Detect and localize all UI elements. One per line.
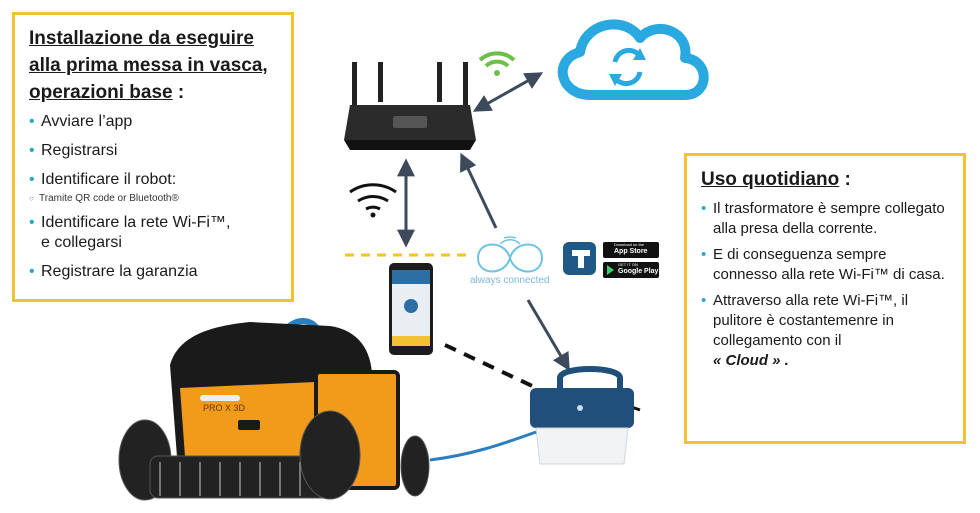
list-item: Identificare il robot: xyxy=(29,170,277,190)
power-supply-icon xyxy=(530,366,641,465)
google-play-label: Google Play xyxy=(618,268,659,275)
item-3-text: Attraverso alla rete Wi-Fi™, il pulitore… xyxy=(713,292,909,349)
list-sub-item: Tramite QR code or Bluetooth® xyxy=(29,193,277,205)
always-connected-label: always connected xyxy=(470,275,550,286)
google-play-small-label: GET IT ON xyxy=(618,262,638,267)
title-line-1: Installazione da eseguire xyxy=(29,28,254,49)
daily-use-title-text: Uso quotidiano xyxy=(701,169,840,190)
daily-use-box: Uso quotidiano : Il trasformatore è semp… xyxy=(684,153,966,444)
cloud-quote: « Cloud » . xyxy=(713,352,789,369)
first-install-title: Installazione da eseguire alla prima mes… xyxy=(29,25,277,106)
list-item: Identificare la rete Wi-Fi™, e collegarsi xyxy=(29,213,277,253)
first-install-box: Installazione da eseguire alla prima mes… xyxy=(12,12,294,302)
robot-model-label: PRO X 3D xyxy=(203,403,246,413)
title-suffix: : xyxy=(172,82,185,103)
title-line-3: operazioni base xyxy=(29,82,173,103)
install-steps-list: Avviare l’app Registrarsi Identificare i… xyxy=(29,112,277,282)
robot-cleaner-image xyxy=(118,318,430,501)
title-suffix: : xyxy=(839,169,851,190)
step-4-line-2: e collegarsi xyxy=(41,234,122,251)
title-line-2: alla prima messa in vasca, xyxy=(29,55,268,76)
router-icon xyxy=(344,62,476,150)
app-store-small-label: Download on the xyxy=(614,242,645,247)
app-icon xyxy=(563,242,596,275)
list-item: Registrarsi xyxy=(29,141,277,161)
daily-use-title: Uso quotidiano : xyxy=(701,166,949,193)
wifi-signal-icon xyxy=(478,51,516,76)
wifi-icon xyxy=(349,183,397,218)
list-item: Attraverso alla rete Wi-Fi™, il pulitore… xyxy=(701,291,949,371)
list-item: E di conseguenza sempre connesso alla re… xyxy=(701,245,949,285)
step-4-line-1: Identificare la rete Wi-Fi™, xyxy=(41,214,231,231)
app-store-label: App Store xyxy=(614,248,648,255)
list-item: Il trasformatore è sempre collegato alla… xyxy=(701,199,949,239)
cloud-icon xyxy=(557,19,709,100)
list-item: Registrare la garanzia xyxy=(29,262,277,282)
daily-use-list: Il trasformatore è sempre collegato alla… xyxy=(701,199,949,371)
always-connected-logo xyxy=(476,236,544,273)
list-item: Avviare l’app xyxy=(29,112,277,132)
smartphone-icon xyxy=(389,263,433,355)
